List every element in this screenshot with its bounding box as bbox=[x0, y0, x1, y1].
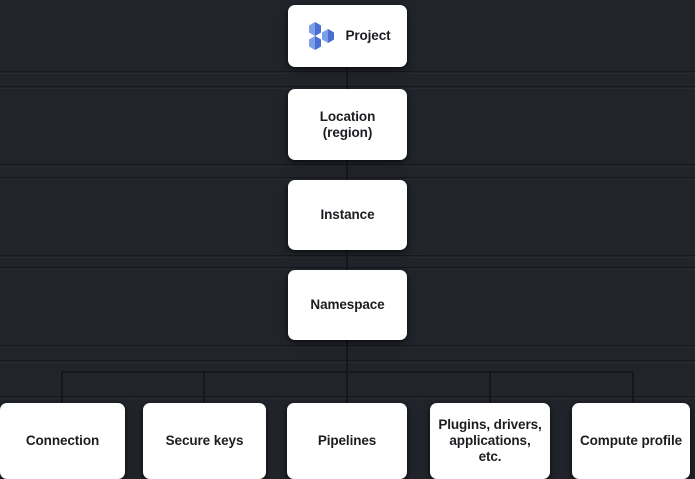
node-namespace-label: Namespace bbox=[310, 297, 385, 312]
node-plugins[interactable]: Plugins, drivers, applications, etc. bbox=[430, 403, 550, 479]
node-plugins-label: Plugins, drivers, applications, etc. bbox=[438, 417, 542, 464]
node-secure-keys-label: Secure keys bbox=[165, 433, 244, 448]
node-namespace[interactable]: Namespace bbox=[288, 270, 407, 340]
node-project-label: Project bbox=[345, 28, 391, 43]
node-compute-profile[interactable]: Compute profile bbox=[572, 403, 690, 479]
node-instance[interactable]: Instance bbox=[288, 180, 407, 250]
node-instance-label: Instance bbox=[320, 207, 375, 222]
node-secure-keys[interactable]: Secure keys bbox=[143, 403, 266, 479]
node-connection[interactable]: Connection bbox=[0, 403, 125, 479]
node-project[interactable]: Project bbox=[288, 5, 407, 67]
node-pipelines[interactable]: Pipelines bbox=[287, 403, 407, 479]
node-pipelines-label: Pipelines bbox=[317, 433, 377, 448]
node-compute-profile-label: Compute profile bbox=[580, 433, 682, 448]
node-connection-label: Connection bbox=[25, 433, 100, 448]
node-location[interactable]: Location (region) bbox=[288, 89, 407, 160]
hexagon-cluster-icon bbox=[309, 22, 335, 50]
node-location-label: Location (region) bbox=[319, 108, 376, 140]
